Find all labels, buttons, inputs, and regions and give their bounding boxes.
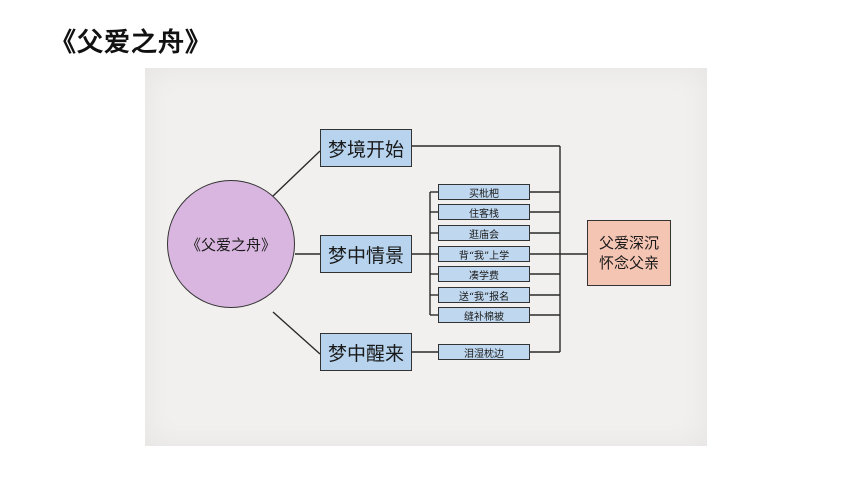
detail-node: 背“我”上学 — [438, 246, 530, 262]
connector-center-to-branch-1 — [272, 150, 321, 197]
mind-map-photo: 《父爱之舟》 梦境开始 梦中情景 梦中醒来 买枇杷 住客栈 逛庙会 背“我”上学… — [145, 68, 707, 446]
result-line-2: 怀念父亲 — [598, 254, 659, 272]
center-node: 《父爱之舟》 — [167, 180, 295, 308]
detail-node: 缝补棉被 — [438, 307, 530, 323]
detail-node: 泪湿枕边 — [438, 344, 530, 360]
branch-node-2: 梦中情景 — [320, 235, 412, 273]
result-node: 父爱深沉 怀念父亲 — [587, 220, 671, 286]
branch-node-1: 梦境开始 — [320, 129, 412, 167]
detail-node: 逛庙会 — [438, 225, 530, 241]
result-line-1: 父爱深沉 — [598, 233, 659, 252]
detail-node: 住客栈 — [438, 204, 530, 220]
detail-node: 买枇杷 — [438, 184, 530, 200]
branch-node-3: 梦中醒来 — [320, 333, 412, 371]
connector-lines — [272, 145, 587, 355]
connector-center-to-branch-3 — [272, 311, 321, 355]
page-title: 《父爱之舟》 — [50, 28, 213, 58]
detail-node: 送“我”报名 — [438, 287, 530, 303]
detail-node: 凑学费 — [438, 266, 530, 282]
